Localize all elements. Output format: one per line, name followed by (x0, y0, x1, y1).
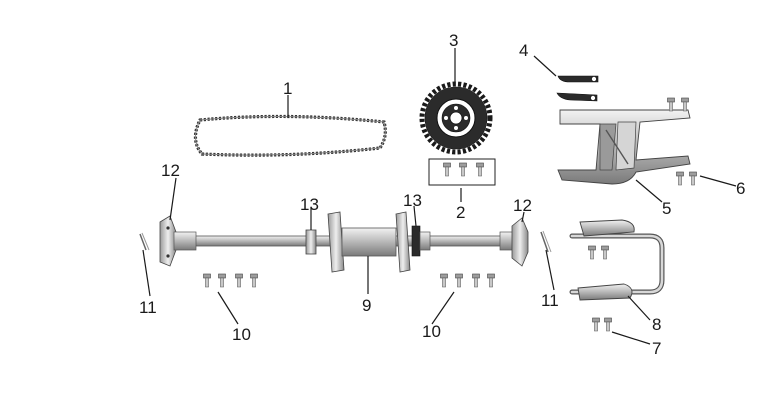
sprocket (419, 81, 493, 155)
callout-2: 2 (456, 203, 465, 222)
callout-10-left: 10 (232, 325, 251, 344)
callout-3: 3 (449, 31, 458, 50)
axle-frame (557, 109, 691, 185)
callout-5: 5 (662, 199, 671, 218)
callout-7: 7 (652, 339, 661, 358)
callout-12-right: 12 (513, 196, 532, 215)
callout-13-right: 13 (403, 191, 422, 210)
callout-11-left: 11 (139, 298, 157, 317)
left-hub-bolts (203, 273, 258, 288)
callout-6: 6 (736, 179, 745, 198)
right-hub-bolts (440, 273, 495, 288)
callout-10-right: 10 (422, 322, 441, 341)
right-wheel-hub (499, 217, 529, 267)
sprocket-bolts (428, 158, 496, 186)
bracket-clips (556, 75, 599, 102)
leader-lines (142, 48, 737, 345)
callout-8: 8 (652, 315, 661, 334)
u-guard-bolts (588, 245, 609, 260)
callout-labels: 1 2 3 4 5 6 7 8 9 10 10 11 11 12 12 13 1… (139, 31, 745, 358)
guard-bolts (592, 317, 612, 332)
center-hub (327, 211, 411, 273)
rear-axle-assembly (159, 211, 529, 273)
u-guard (569, 219, 665, 301)
callout-9: 9 (362, 296, 371, 315)
frame-bolts (676, 171, 697, 186)
left-wheel-hub (159, 215, 197, 267)
left-cotter-pin (139, 232, 150, 251)
callout-13-left: 13 (300, 195, 319, 214)
frame-top-bolts (667, 97, 689, 112)
callout-4: 4 (519, 41, 528, 60)
callout-1: 1 (283, 79, 292, 98)
callout-11-right: 11 (541, 291, 559, 310)
callout-12-left: 12 (161, 161, 180, 180)
right-cotter-pin (540, 230, 552, 253)
drive-chain (193, 114, 387, 157)
